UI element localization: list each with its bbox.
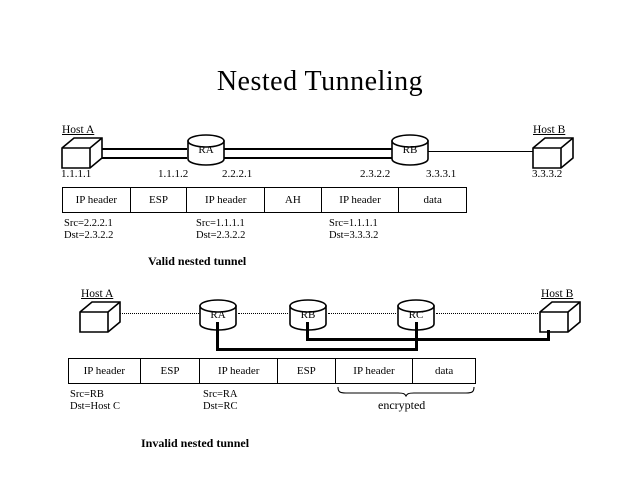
packet-cell: AH xyxy=(265,188,322,212)
host-b-icon xyxy=(531,136,575,172)
packet-cell: IP header xyxy=(200,359,278,383)
host-b2-label: Host B xyxy=(541,288,574,300)
annotation-src: Src=2.2.2.1 xyxy=(64,218,113,229)
router-ra-address-right: 2.2.2.1 xyxy=(222,168,253,180)
packet-cell: ESP xyxy=(278,359,336,383)
tunnel-ra-rc-stem-right xyxy=(415,322,418,351)
link-hosta2-ra2 xyxy=(114,313,199,314)
packet-annotation: Src=RA Dst=RC xyxy=(203,389,238,413)
annotation-src: Src=RB xyxy=(70,389,104,400)
link-hosta-ra xyxy=(95,148,187,159)
link-ra2-rb2 xyxy=(238,313,288,314)
packet-cell: ESP xyxy=(141,359,201,383)
host-b2-icon xyxy=(538,300,582,336)
host-a-address: 1.1.1.1 xyxy=(61,168,92,180)
annotation-dst: Dst=3.3.3.2 xyxy=(329,230,379,241)
invalid-tunnel-caption: Invalid nested tunnel xyxy=(141,436,250,450)
encrypted-label: encrypted xyxy=(378,398,426,412)
page-title: Nested Tunneling xyxy=(216,66,424,97)
host-a2-icon xyxy=(78,300,122,336)
packet-annotation: Src=RB Dst=Host C xyxy=(70,389,120,413)
packet-cell: IP header xyxy=(63,188,131,212)
link-rb-hostb xyxy=(428,151,533,152)
valid-tunnel-diagram: Host A 1.1.1.1 RA 1.1.1.2 2.2.2.1 xyxy=(60,124,575,268)
router-rb-address-right: 3.3.3.1 xyxy=(426,168,457,180)
tunnel-rb-hostb-stem-right xyxy=(547,330,550,341)
packet-annotation: Src=1.1.1.1 Dst=3.3.3.2 xyxy=(329,218,378,242)
link-ra-rb xyxy=(222,148,394,159)
tunnel-ra-rc-stem-left xyxy=(216,322,219,351)
annotation-dst: Dst=2.3.2.2 xyxy=(196,230,246,241)
host-a2-label: Host A xyxy=(81,288,114,300)
packet-cell: data xyxy=(423,194,442,206)
packet-table-invalid: IP header ESP IP header ESP IP header da… xyxy=(68,358,476,384)
packet-annotation: Src=2.2.2.1 Dst=2.3.2.2 xyxy=(64,218,113,242)
host-b-address: 3.3.3.2 xyxy=(532,168,563,180)
packet-annotation: Src=1.1.1.1 Dst=2.3.2.2 xyxy=(196,218,245,242)
annotation-src: Src=RA xyxy=(203,389,238,400)
host-a-icon xyxy=(60,136,104,172)
packet-table-valid: IP header ESP IP header AH IP header dat… xyxy=(62,187,467,213)
router-ra-address-left: 1.1.1.2 xyxy=(158,168,189,180)
packet-cell: IP header xyxy=(336,359,414,383)
host-b-label: Host B xyxy=(533,124,566,136)
annotation-dst: Dst=RC xyxy=(203,401,238,412)
tunnel-rb-hostb-span xyxy=(306,338,550,341)
annotation-src: Src=1.1.1.1 xyxy=(329,218,378,229)
valid-tunnel-caption: Valid nested tunnel xyxy=(148,254,247,268)
packet-cell: ESP xyxy=(131,188,188,212)
packet-cell: IP header xyxy=(69,359,141,383)
tunnel-ra-rc-span xyxy=(216,348,418,351)
host-a-label: Host A xyxy=(62,124,95,136)
tunnel-rb-hostb-stem-left xyxy=(306,322,309,341)
encrypted-brace xyxy=(336,386,476,397)
link-rc2-hostb2 xyxy=(436,313,538,314)
link-rb2-rc2 xyxy=(328,313,396,314)
packet-cell: IP header xyxy=(322,188,400,212)
router-rb-address-left: 2.3.2.2 xyxy=(360,168,391,180)
annotation-dst: Dst=2.3.2.2 xyxy=(64,230,114,241)
annotation-dst: Dst=Host C xyxy=(70,401,120,412)
annotation-src: Src=1.1.1.1 xyxy=(196,218,245,229)
packet-cell: IP header xyxy=(187,188,265,212)
packet-cell: data xyxy=(434,365,454,377)
